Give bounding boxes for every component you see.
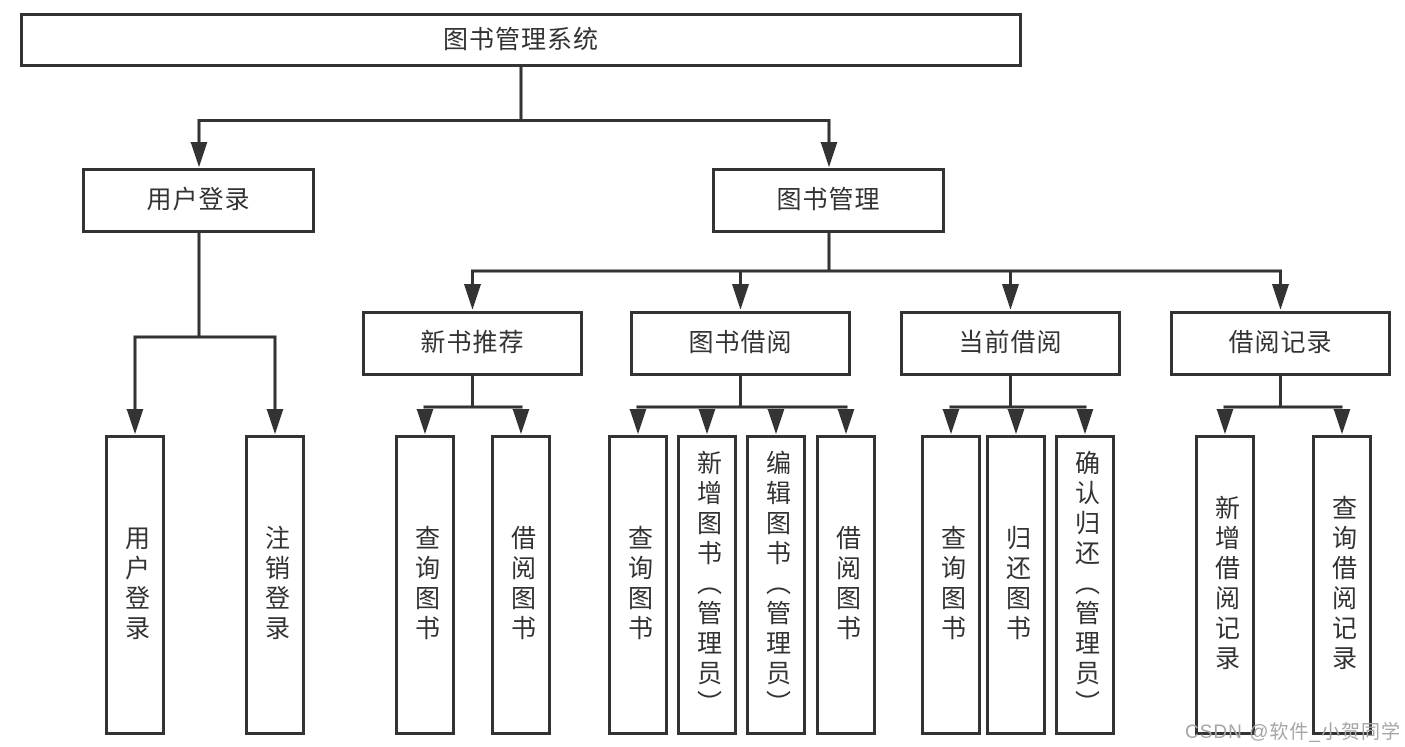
leaf-query-book-current: 查询图书 bbox=[921, 435, 981, 735]
arrow-down-icon bbox=[1076, 409, 1094, 434]
leaf-query-book-borrow: 查询图书 bbox=[608, 435, 668, 735]
node-book-borrow: 图书借阅 bbox=[630, 311, 851, 376]
arrow-down-icon bbox=[1272, 284, 1289, 310]
node-root-library-system: 图书管理系统 bbox=[20, 13, 1022, 67]
node-book-management: 图书管理 bbox=[712, 168, 945, 233]
arrow-down-icon bbox=[820, 142, 838, 167]
leaf-query-book-recommend: 查询图书 bbox=[395, 435, 455, 735]
arrow-down-icon bbox=[732, 284, 749, 310]
watermark: CSDN @软件_小贺同学 bbox=[1185, 722, 1401, 743]
node-new-book-recommend: 新书推荐 bbox=[362, 311, 583, 376]
leaf-return-book: 归还图书 bbox=[986, 435, 1046, 735]
leaf-confirm-return-admin: 确认归还（管理员） bbox=[1055, 435, 1115, 735]
arrow-down-icon bbox=[1216, 409, 1234, 434]
arrow-down-icon bbox=[767, 409, 785, 434]
arrow-down-icon bbox=[464, 284, 481, 310]
arrow-down-icon bbox=[698, 409, 716, 434]
arrow-down-icon bbox=[126, 409, 144, 434]
arrow-down-icon bbox=[416, 409, 434, 434]
arrow-down-icon bbox=[629, 409, 647, 434]
leaf-borrow-book: 借阅图书 bbox=[816, 435, 876, 735]
leaf-query-borrow-record: 查询借阅记录 bbox=[1312, 435, 1372, 735]
leaf-logout: 注销登录 bbox=[245, 435, 305, 735]
arrow-down-icon bbox=[190, 142, 208, 167]
leaf-add-borrow-record: 新增借阅记录 bbox=[1195, 435, 1255, 735]
arrow-down-icon bbox=[266, 409, 284, 434]
node-current-borrow: 当前借阅 bbox=[900, 311, 1121, 376]
leaf-edit-book-admin: 编辑图书（管理员） bbox=[746, 435, 806, 735]
arrow-down-icon bbox=[512, 409, 530, 434]
leaf-add-book-admin: 新增图书（管理员） bbox=[677, 435, 737, 735]
arrow-down-icon bbox=[942, 409, 960, 434]
arrow-down-icon bbox=[1002, 284, 1019, 310]
arrow-down-icon bbox=[837, 409, 855, 434]
leaf-user-login: 用户登录 bbox=[105, 435, 165, 735]
arrow-down-icon bbox=[1333, 409, 1351, 434]
arrow-down-icon bbox=[1007, 409, 1025, 434]
node-borrow-record: 借阅记录 bbox=[1170, 311, 1391, 376]
node-user-login: 用户登录 bbox=[82, 168, 315, 233]
leaf-borrow-book-recommend: 借阅图书 bbox=[491, 435, 551, 735]
